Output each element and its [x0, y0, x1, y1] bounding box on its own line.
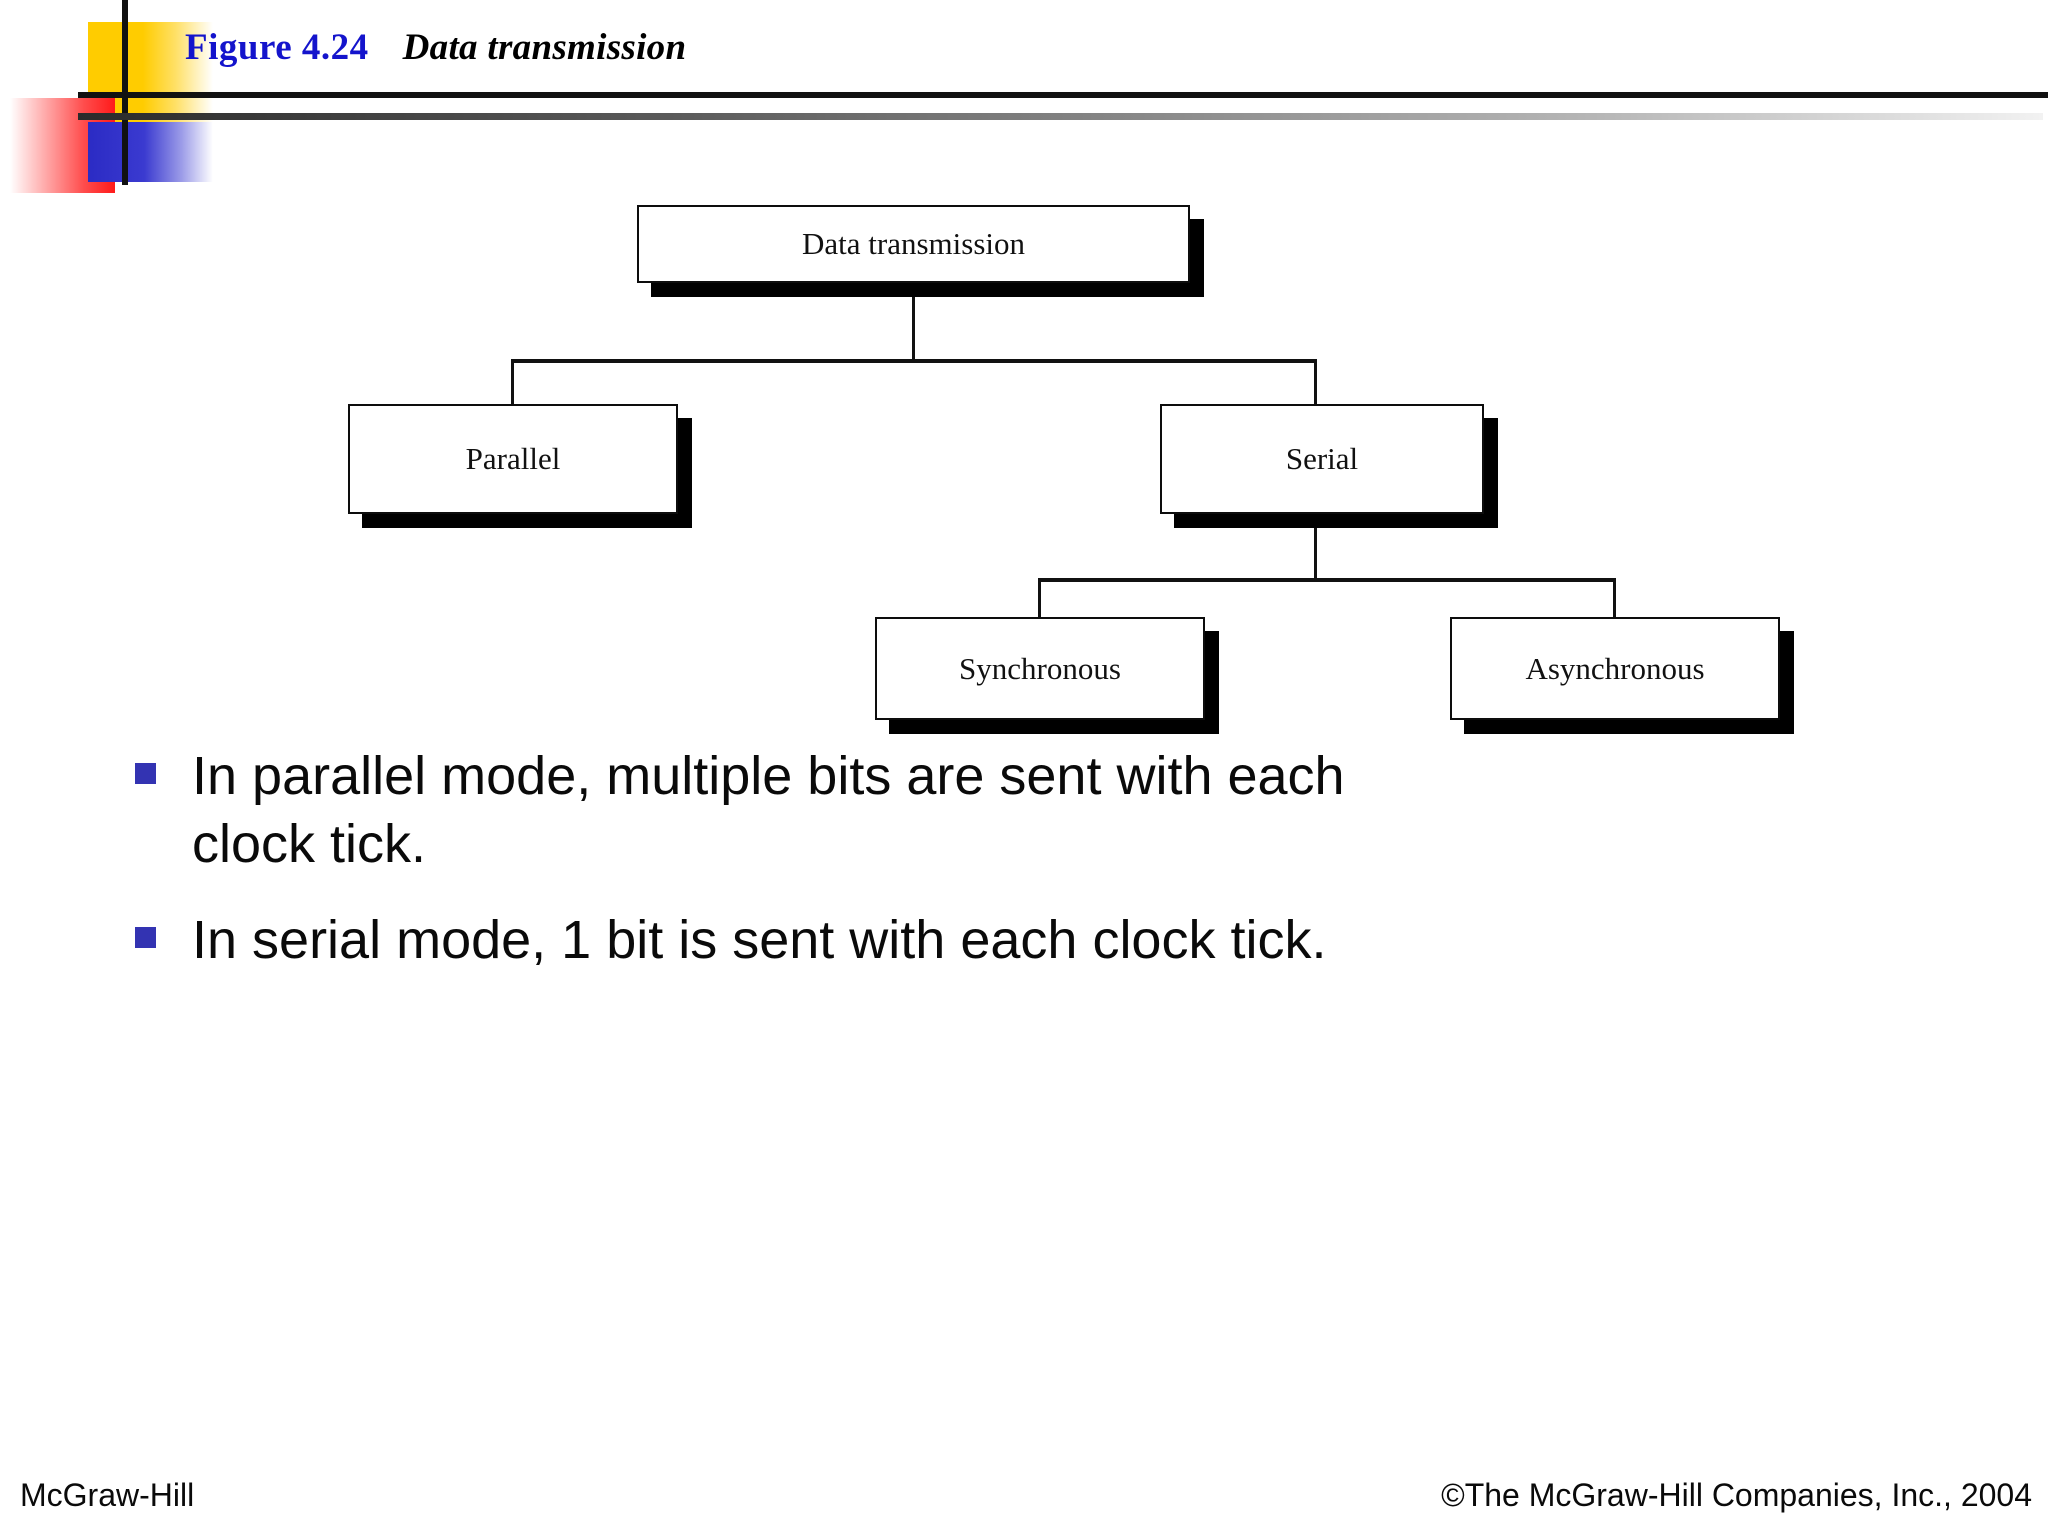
- list-item: In serial mode, 1 bit is sent with each …: [135, 906, 1935, 974]
- bullet-text-serial: In serial mode, 1 bit is sent with each …: [192, 910, 1327, 970]
- connector-level2-bus: [1038, 578, 1616, 582]
- diagram-node-data-transmission: Data transmission: [637, 205, 1190, 283]
- logo-horizontal-rule: [78, 92, 2048, 98]
- node-shadow-synchronous: [889, 631, 1219, 734]
- connector-bus-to-serial: [1314, 359, 1317, 406]
- node-shadow-asynchronous: [1464, 631, 1794, 734]
- diagram-node-parallel: Parallel: [348, 404, 678, 514]
- node-shadow-serial: [1174, 418, 1498, 528]
- node-shadow-root: [651, 219, 1204, 297]
- footer-publisher: McGraw-Hill: [20, 1477, 195, 1513]
- page-title: Figure 4.24 Data transmission: [185, 26, 686, 69]
- logo-blue-square: [88, 122, 213, 182]
- bullet-text-parallel: In parallel mode, multiple bits are sent…: [192, 746, 1345, 874]
- connector-bus-to-parallel: [511, 359, 514, 406]
- connector-bus-to-synchronous: [1038, 578, 1041, 619]
- figure-number: Figure 4.24: [185, 27, 369, 68]
- bullet-list: In parallel mode, multiple bits are sent…: [135, 742, 1935, 1002]
- node-shadow-parallel: [362, 418, 692, 528]
- diagram-node-serial: Serial: [1160, 404, 1484, 514]
- list-item: In parallel mode, multiple bits are sent…: [135, 742, 1935, 878]
- bullet-square-icon: [135, 763, 156, 784]
- diagram-node-synchronous: Synchronous: [875, 617, 1205, 720]
- header-divider: [78, 113, 2043, 120]
- bullet-square-icon: [135, 927, 156, 948]
- connector-level1-bus: [511, 359, 1317, 363]
- connector-bus-to-asynchronous: [1613, 578, 1616, 619]
- figure-caption: Data transmission: [402, 27, 687, 68]
- footer-copyright: ©The McGraw-Hill Companies, Inc., 2004: [1441, 1477, 2032, 1513]
- diagram-node-asynchronous: Asynchronous: [1450, 617, 1780, 720]
- connector-serial-to-bus: [1314, 514, 1317, 580]
- connector-root-to-bus: [912, 283, 915, 361]
